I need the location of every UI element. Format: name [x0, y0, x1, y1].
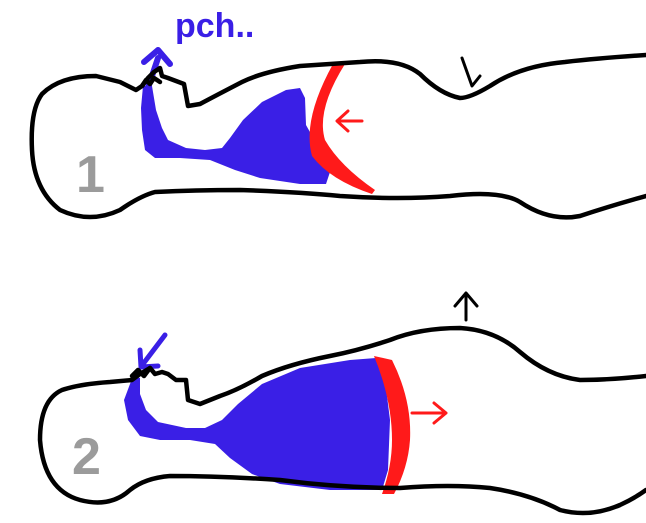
panel-number-2: 2 [72, 428, 101, 486]
inhale-arrow [140, 335, 165, 367]
diaphragm-in-arrow [337, 111, 362, 131]
sound-label: pch.. [175, 7, 254, 45]
diaphragm-out-arrow [412, 403, 446, 423]
belly-up-arrow [455, 293, 477, 320]
face-detail-1 [142, 78, 160, 86]
airway-1 [141, 86, 330, 184]
panel-1: pch.. 1 [32, 7, 646, 217]
panel-2: 2 [40, 293, 646, 513]
belly-down-arrow [462, 58, 480, 86]
panel-number-1: 1 [76, 146, 105, 204]
body-outline-1 [32, 55, 646, 217]
